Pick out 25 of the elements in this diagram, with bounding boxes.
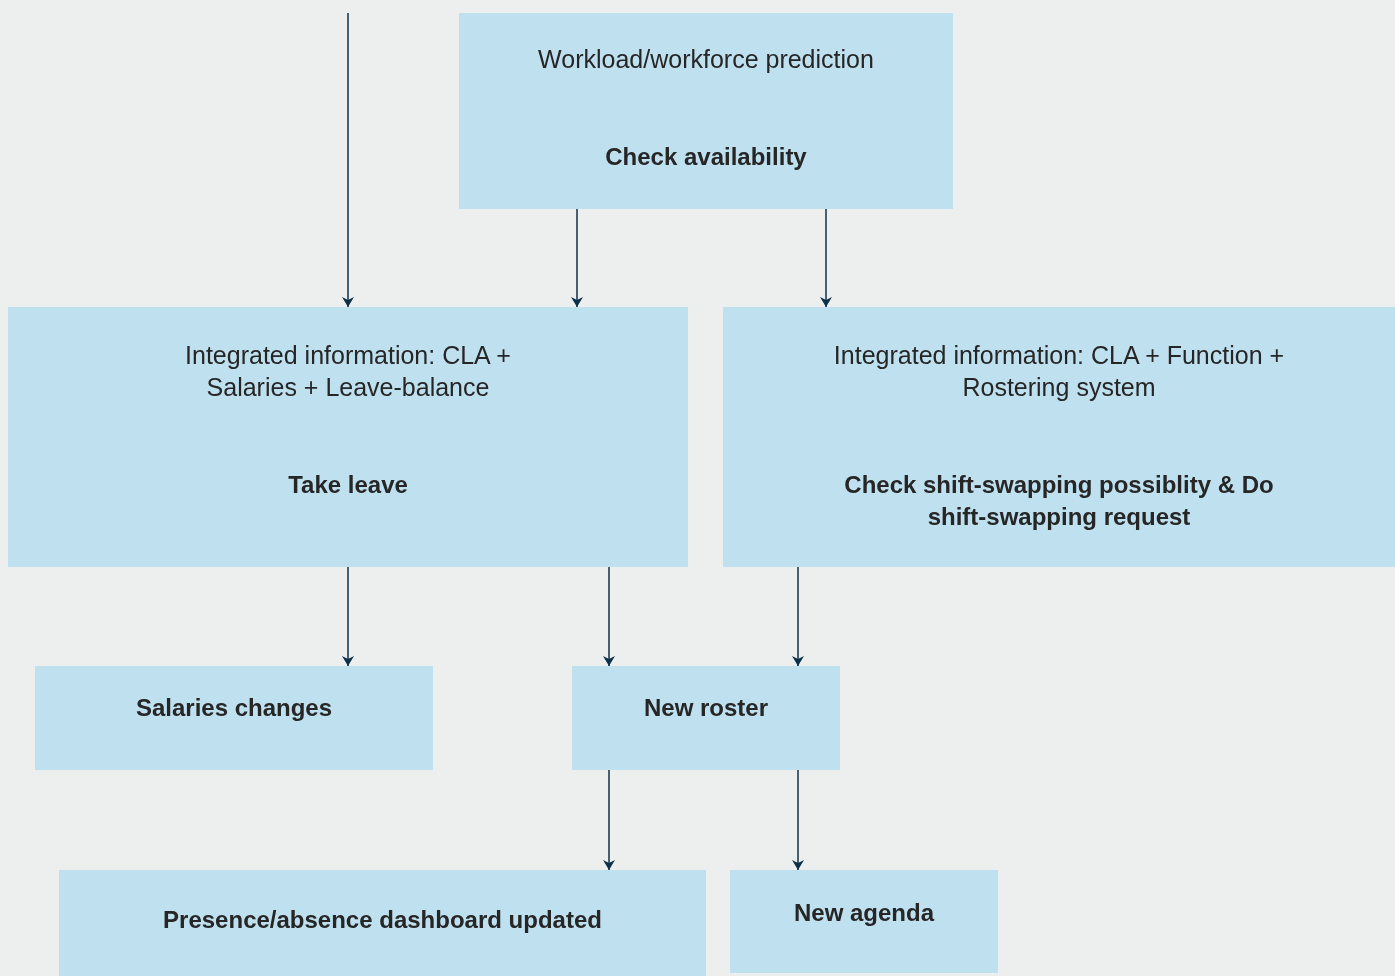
process-box bbox=[459, 13, 953, 209]
process-box bbox=[572, 666, 840, 770]
step-text: Take leave bbox=[287, 470, 409, 500]
step-text: Check availability bbox=[604, 142, 808, 172]
process-box bbox=[730, 870, 998, 973]
info-text: Integrated information: CLA + Function + Rostering system bbox=[832, 340, 1286, 403]
arrow bbox=[342, 12, 354, 308]
arrow bbox=[792, 769, 804, 871]
arrow bbox=[571, 208, 583, 308]
step-text: Salaries changes bbox=[134, 693, 334, 723]
process-box bbox=[35, 666, 433, 770]
arrow bbox=[603, 566, 615, 667]
step-text: Check shift-swapping possiblity & Do shift-swapping request bbox=[843, 470, 1275, 532]
info-text: Workload/workforce prediction bbox=[537, 44, 875, 75]
arrow bbox=[792, 566, 804, 667]
info-text: Integrated information: CLA + Salaries + Leave-balance bbox=[184, 340, 512, 403]
arrow bbox=[342, 566, 354, 667]
step-text: New agenda bbox=[792, 898, 936, 928]
process-box bbox=[59, 870, 706, 976]
arrow bbox=[820, 208, 832, 308]
arrow bbox=[603, 769, 615, 871]
step-text: Presence/absence dashboard updated bbox=[162, 905, 603, 935]
process-box bbox=[8, 307, 688, 567]
step-text: New roster bbox=[642, 693, 769, 723]
process-box bbox=[723, 307, 1395, 567]
